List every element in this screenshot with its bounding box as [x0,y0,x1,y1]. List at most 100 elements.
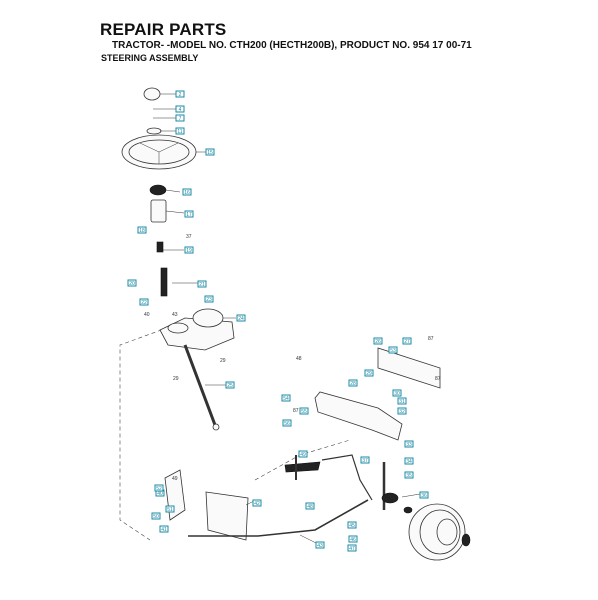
front-wheel [408,503,471,561]
part-number-label: 40 [144,312,150,318]
steering-wheel [121,134,197,170]
page-title: REPAIR PARTS [100,20,227,39]
callout-24: 24 [236,314,246,322]
svg-text:35: 35 [406,473,412,479]
section-heading: STEERING ASSEMBLY [101,53,199,63]
front-axle [314,391,403,441]
callout-23: 23 [204,295,214,303]
callout-32: 32 [397,407,407,415]
axle-bracket [377,347,441,389]
svg-text:40: 40 [157,491,163,497]
callout-35: 35 [404,471,414,479]
part-number-label: 87 [428,336,434,342]
callout-18: 18 [137,226,147,234]
part-number-label: 87 [293,408,299,414]
callout-56: 56 [282,419,292,427]
svg-text:48: 48 [307,504,313,510]
svg-text:43: 43 [317,543,323,549]
column-bushing [150,199,167,223]
spindle [381,462,413,514]
part-number-label: 48 [296,356,302,362]
callout-11: 11 [175,127,185,135]
pitman-arm [284,455,321,480]
drag-link [183,344,220,431]
callout-15: 15 [205,148,215,156]
svg-text:36: 36 [421,493,427,499]
svg-text:47: 47 [349,546,355,552]
callout-28: 28 [348,379,358,387]
steering-shaft [156,241,168,297]
svg-text:53: 53 [390,348,396,354]
callout-52: 52 [154,484,164,492]
svg-text:21: 21 [199,282,205,288]
leader-lines [153,93,421,544]
svg-text:25: 25 [227,383,233,389]
part-number-label: 37 [186,234,192,240]
callout-54: 54 [281,394,291,402]
svg-text:50: 50 [153,514,159,520]
part-number-label: 87 [435,376,441,382]
svg-text:52: 52 [156,486,162,492]
callout-48: 48 [305,502,315,510]
svg-text:33: 33 [406,442,412,448]
svg-text:4: 4 [179,107,182,113]
svg-text:42: 42 [254,501,260,507]
svg-text:55: 55 [301,409,307,415]
callout-26: 26 [373,337,383,345]
steering-link [321,454,373,501]
svg-text:7: 7 [179,116,182,122]
svg-text:54: 54 [283,396,289,402]
tie-rod [188,499,369,537]
callout-42: 42 [252,499,262,507]
svg-text:20: 20 [129,281,135,287]
callout-27: 27 [402,337,412,345]
callout-43: 43 [315,541,325,549]
steering-gear-housing [159,308,235,351]
svg-text:51: 51 [167,507,173,513]
callout-55: 55 [299,407,309,415]
callout-45: 45 [347,521,357,529]
callout-4: 4 [175,105,185,113]
page-header: REPAIR PARTS TRACTOR- -MODEL NO. CTH200 … [0,0,598,70]
callout-36: 36 [419,491,429,499]
svg-text:26: 26 [375,339,381,345]
callout-2: 2 [175,90,185,98]
svg-text:34: 34 [406,459,412,465]
svg-text:15: 15 [207,150,213,156]
svg-text:31: 31 [399,399,405,405]
callout-33: 33 [404,440,414,448]
callout-37: 37 [360,456,370,464]
callout-25: 25 [225,381,235,389]
svg-text:29: 29 [366,371,372,377]
svg-text:18: 18 [139,228,145,234]
svg-text:11: 11 [177,129,182,135]
svg-text:45: 45 [349,523,355,529]
svg-text:27: 27 [404,339,410,345]
callout-16: 16 [182,188,192,196]
svg-text:23: 23 [206,297,212,303]
svg-text:41: 41 [161,527,167,533]
callout-17: 17 [184,210,194,218]
callout-50: 50 [151,512,161,520]
callout-20: 20 [127,279,137,287]
svg-text:30: 30 [394,391,400,397]
callout-30: 30 [392,389,402,397]
svg-text:37: 37 [362,458,368,464]
part-number-label: 29 [173,376,179,382]
callout-53: 53 [388,346,398,354]
part-number-label: 43 [172,312,178,318]
callout-51: 51 [165,505,175,513]
callout-19: 19 [184,246,194,254]
svg-text:22: 22 [141,300,147,306]
callout-29: 29 [364,369,374,377]
svg-text:19: 19 [186,248,192,254]
callout-31: 31 [397,397,407,405]
steering-cap [143,87,161,101]
svg-text:2: 2 [179,92,182,98]
svg-text:24: 24 [238,316,244,322]
svg-text:17: 17 [186,212,192,218]
part-number-label: 29 [220,358,226,364]
svg-text:56: 56 [284,421,290,427]
